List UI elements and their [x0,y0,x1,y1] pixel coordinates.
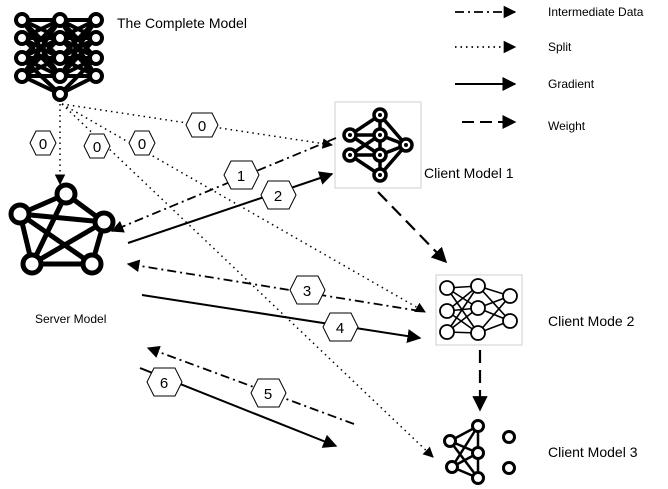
svg-text:0: 0 [198,118,206,135]
svg-text:1: 1 [237,168,245,185]
client-model-3-icon [443,419,516,485]
weight-client1-to-client2 [377,191,448,264]
complete-model-icon [14,12,104,102]
client-model-2-label: Client Mode 2 [548,313,635,329]
gradient-server-to-client1 [127,171,334,244]
step-badge-6: 6 [146,367,183,397]
step-badge-5: 5 [250,378,287,408]
complete-model-label: The Complete Model [117,15,247,31]
client-model-1-label: Client Model 1 [424,165,514,181]
server-model-icon [8,182,116,276]
weight-arrows [377,191,488,412]
legend-intermediate-label: Intermediate Data [548,5,644,19]
client-model-1-icon [334,101,422,189]
legend-split-label: Split [548,40,572,54]
client-model-2-icon [435,274,523,346]
step-badge-4: 4 [322,312,359,342]
svg-text:0: 0 [138,136,146,153]
step-badge-split-d: 0 [185,112,219,138]
svg-text:4: 4 [336,320,344,337]
legend-gradient-label: Gradient [548,77,595,91]
legend: Intermediate Data Split Gradient Weight [455,5,644,133]
intermediate-client2-to-server [126,259,421,312]
step-badge-split-c: 0 [128,130,156,156]
svg-text:3: 3 [303,283,311,300]
client-model-3-label: Client Model 3 [548,444,638,460]
legend-weight-label: Weight [548,119,586,133]
svg-text:5: 5 [264,386,272,403]
step-badge-split-b: 0 [83,133,111,159]
svg-text:0: 0 [39,136,47,153]
intermediate-client1-to-server [110,137,337,233]
step-badge-3: 3 [289,275,326,305]
step-badge-split-a: 0 [29,130,57,156]
server-model-label: Server Model [35,312,106,326]
intermediate-arrows [110,137,421,425]
gradient-server-to-client2 [141,294,422,343]
svg-text:0: 0 [93,139,101,156]
svg-text:2: 2 [274,188,282,205]
step-badges: 0 0 0 0 1 2 3 4 [29,112,359,408]
step-badge-2: 2 [260,180,297,210]
intermediate-client3-to-server [146,346,355,425]
step-badge-1: 1 [223,160,260,190]
split-to-client2 [61,103,426,313]
split-lines [54,103,434,458]
svg-text:6: 6 [160,375,168,392]
